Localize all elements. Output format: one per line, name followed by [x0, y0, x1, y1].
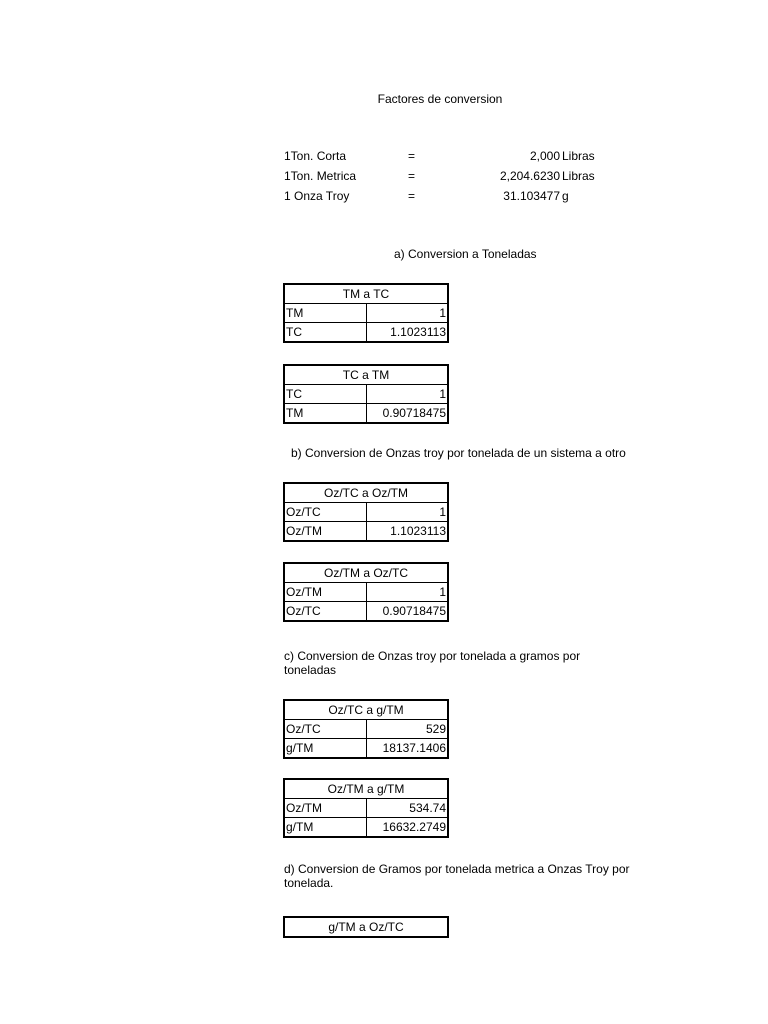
factor-value: 31.103477 — [503, 189, 560, 203]
section-a-heading: a) Conversion a Toneladas — [394, 247, 537, 261]
cell-value: 1.1023113 — [365, 322, 449, 343]
cell-value: 1 — [365, 582, 449, 602]
factor-equals: = — [408, 149, 416, 163]
factor-value: 2,000 — [529, 149, 560, 163]
table-header: TM a TC — [283, 283, 449, 304]
cell-value: 1 — [365, 384, 449, 404]
cell-key: Oz/TC — [283, 719, 367, 739]
cell-value: 18137.1406 — [365, 738, 449, 759]
section-c-heading: c) Conversion de Onzas troy por tonelada… — [284, 649, 581, 677]
table-header: Oz/TC a Oz/TM — [283, 482, 449, 503]
factor-value: 2,204.6230 — [499, 169, 560, 183]
cell-key: TM — [283, 303, 367, 323]
cell-value: 0.90718475 — [365, 601, 449, 622]
cell-key: g/TM — [283, 738, 367, 759]
factor-unit: g — [562, 189, 569, 203]
factor-equals: = — [408, 189, 416, 203]
cell-key: g/TM — [283, 817, 367, 838]
cell-key: Oz/TC — [283, 502, 367, 522]
cell-value: 16632.2749 — [365, 817, 449, 838]
page-title: Factores de conversion — [377, 92, 503, 106]
cell-key: Oz/TM — [283, 798, 367, 818]
factor-row-ton-metrica: 1Ton. Metrica = 2,204.6230 Libras — [284, 169, 624, 185]
cell-value: 1.1023113 — [365, 521, 449, 542]
cell-key: Oz/TM — [283, 521, 367, 542]
cell-key: TM — [283, 403, 367, 424]
table-header: Oz/TM a g/TM — [283, 778, 449, 799]
table-header: Oz/TM a Oz/TC — [283, 562, 449, 583]
cell-value: 529 — [365, 719, 449, 739]
table-header: TC a TM — [283, 364, 449, 385]
table-header: g/TM a Oz/TC — [283, 916, 449, 938]
factor-unit: Libras — [562, 169, 595, 183]
factor-unit: Libras — [562, 149, 595, 163]
cell-value: 1 — [365, 502, 449, 522]
section-d-heading: d) Conversion de Gramos por tonelada met… — [284, 862, 630, 890]
cell-key: TC — [283, 322, 367, 343]
factor-label: 1Ton. Corta — [284, 149, 347, 163]
factor-row-onza-troy: 1 Onza Troy = 31.103477 g — [284, 189, 624, 205]
cell-value: 0.90718475 — [365, 403, 449, 424]
factor-label: 1 Onza Troy — [284, 189, 350, 203]
cell-value: 534.74 — [365, 798, 449, 818]
table-header: Oz/TC a g/TM — [283, 699, 449, 720]
cell-key: TC — [283, 384, 367, 404]
factor-equals: = — [408, 169, 416, 183]
factor-label: 1Ton. Metrica — [284, 169, 357, 183]
cell-value: 1 — [365, 303, 449, 323]
table-gtm-a-oztc: g/TM a Oz/TC — [283, 916, 449, 938]
cell-key: Oz/TC — [283, 601, 367, 622]
section-b-heading: b) Conversion de Onzas troy por tonelada… — [291, 446, 626, 460]
cell-key: Oz/TM — [283, 582, 367, 602]
factor-row-ton-corta: 1Ton. Corta = 2,000 Libras — [284, 149, 624, 165]
